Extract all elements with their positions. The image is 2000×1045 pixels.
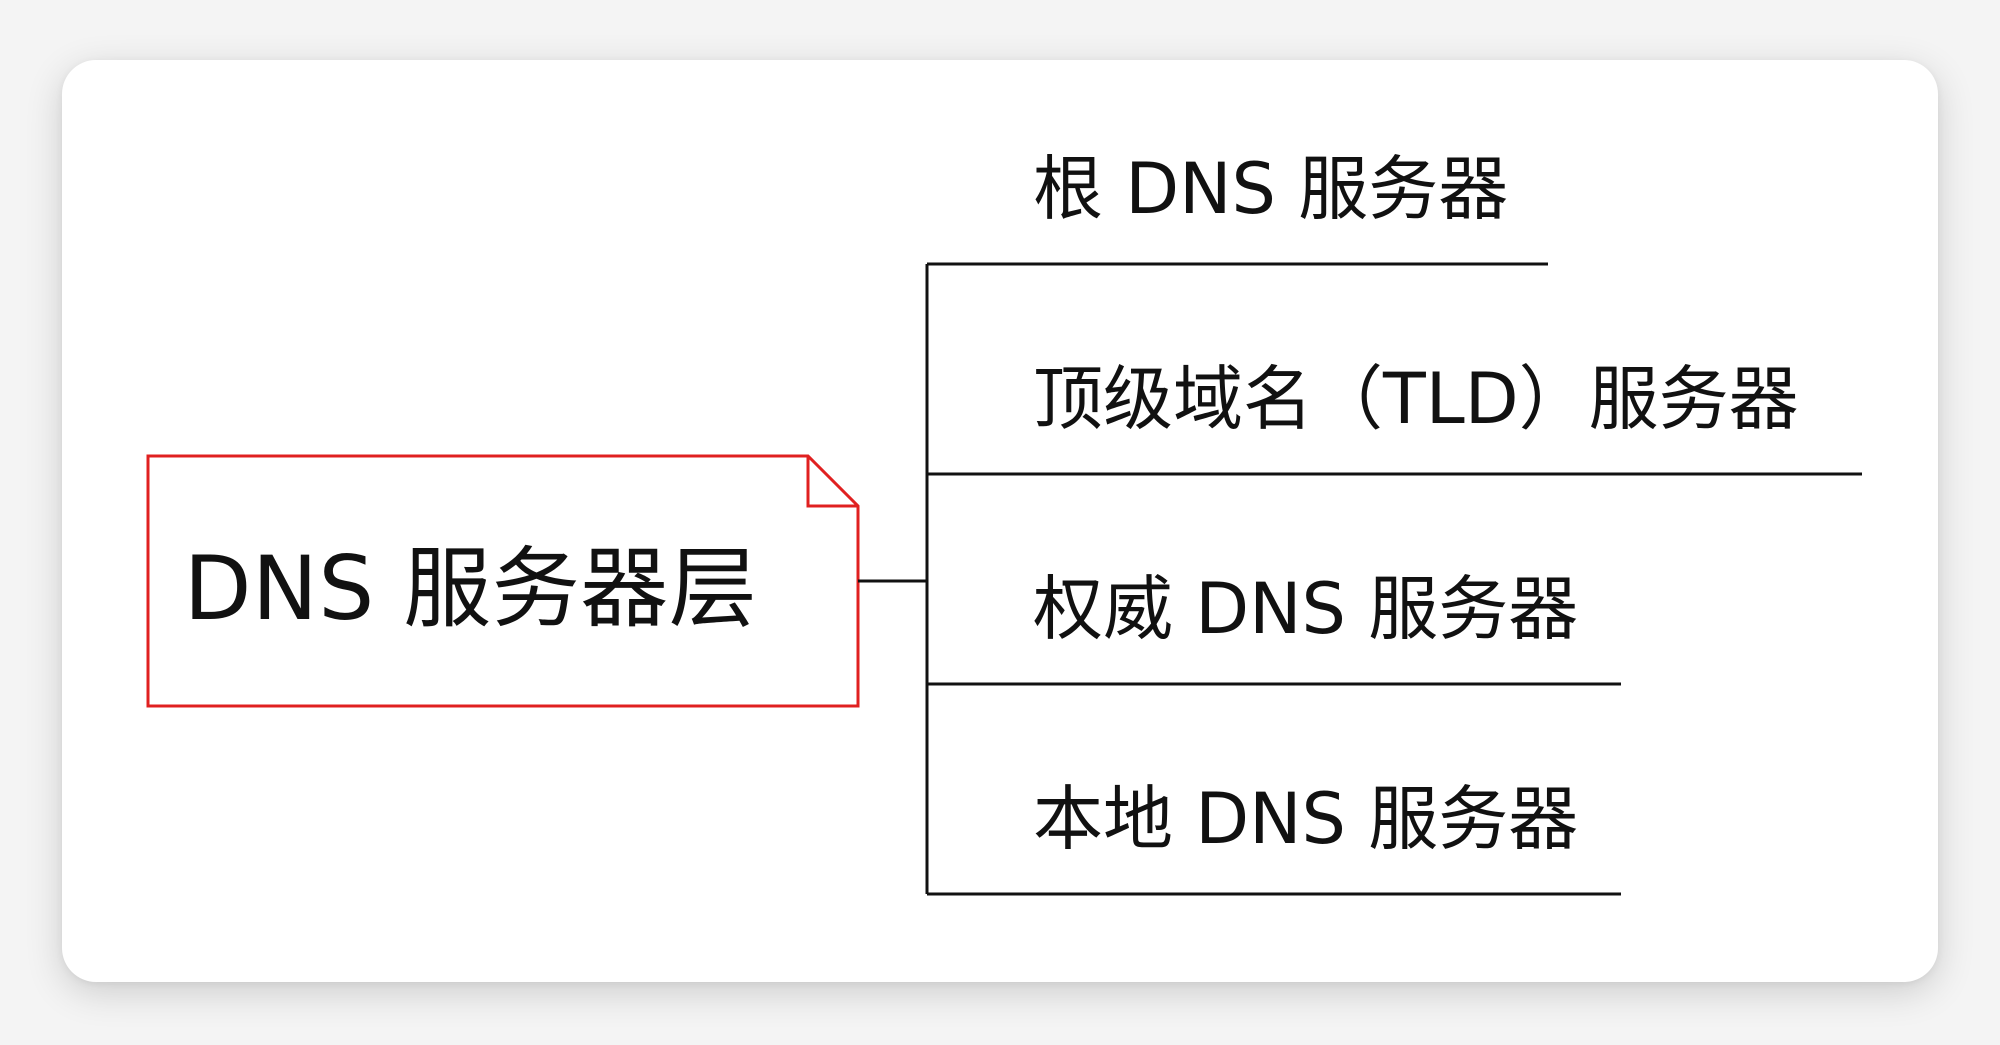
branch-label-tld-server[interactable]: 顶级域名（TLD）服务器 xyxy=(1033,357,1799,440)
root-node-shape[interactable] xyxy=(146,454,860,708)
root-node-fold-icon xyxy=(806,456,858,508)
branch-label-local-dns[interactable]: 本地 DNS 服务器 xyxy=(1033,777,1579,860)
root-node-label[interactable]: DNS 服务器层 xyxy=(183,536,758,640)
branch-label-root-dns[interactable]: 根 DNS 服务器 xyxy=(1033,147,1509,230)
branch-label-authoritative-dns[interactable]: 权威 DNS 服务器 xyxy=(1033,567,1579,650)
